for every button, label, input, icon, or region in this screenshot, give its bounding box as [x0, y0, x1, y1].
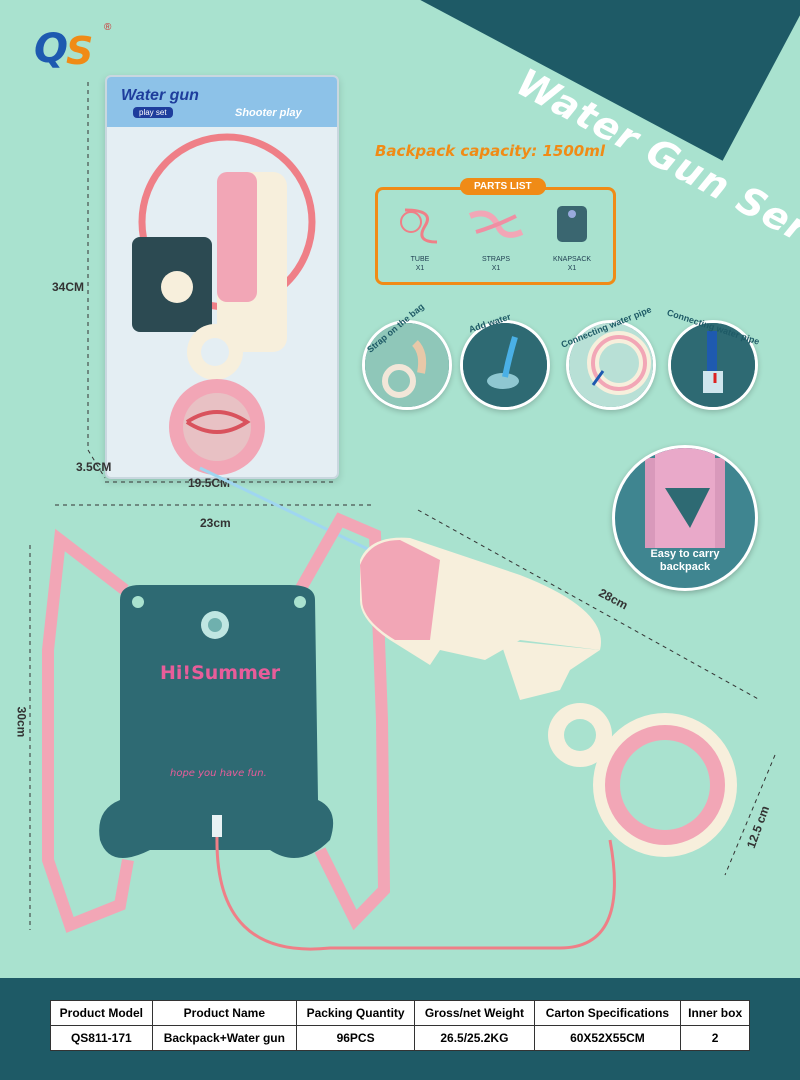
registered-mark: ®: [104, 22, 112, 33]
part-knapsack-name: KNAPSACK: [552, 256, 592, 263]
svg-text:S: S: [66, 29, 93, 70]
step-connect-pipe-1: [566, 320, 656, 410]
package-header: Water gun play set Shooter play: [107, 77, 337, 127]
spec-header-name: Product Name: [151, 1000, 297, 1026]
bag-brand: Hi!Summer: [160, 662, 281, 684]
package-depth-label: 3.5CM: [76, 460, 112, 474]
tube-icon: [400, 208, 438, 244]
package-height-label: 34CM: [52, 280, 85, 294]
spec-model: QS811-171: [50, 1025, 153, 1051]
spec-table-header-row: Product Model Product Name Packing Quant…: [50, 1000, 750, 1026]
parts-list-title: PARTS LIST: [460, 178, 546, 195]
spec-carton: 60X52X55CM: [533, 1025, 682, 1051]
backpack-capacity: Backpack capacity: 1500ml: [375, 142, 605, 160]
straps-icon: [468, 210, 524, 238]
knapsack-icon: [557, 206, 587, 242]
water-tube: [215, 836, 616, 951]
water-stream: [199, 466, 381, 557]
logo-icon: Q S: [34, 26, 93, 73]
spec-name: Backpack+Water gun: [151, 1025, 297, 1051]
spec-innerbox: 2: [680, 1025, 750, 1051]
part-tube: TUBE X1: [390, 202, 450, 273]
step-strap-bag: [362, 320, 452, 410]
package-subtitle: play set: [133, 107, 173, 118]
water-backpack: [99, 585, 334, 858]
step-add-water: [460, 320, 550, 410]
strap-bag-icon: [365, 323, 449, 407]
left-strap: [42, 528, 134, 933]
connect-pipe-icon: [569, 323, 653, 407]
pipe-insert-icon: [671, 323, 755, 407]
step-connect-pipe-2: [668, 320, 758, 410]
part-knapsack: KNAPSACK X1: [542, 202, 602, 273]
package-contents: [132, 133, 316, 475]
spec-header-carton: Carton Specifications: [533, 1000, 682, 1026]
part-tube-name: TUBE: [410, 256, 430, 263]
spec-header-innerbox: Inner box: [680, 1000, 750, 1026]
water-gun-muzzle: [360, 540, 440, 640]
parts-list: PARTS LIST TUBE X1 STRAPS X1 KNAPSACK X1: [375, 178, 616, 285]
spec-header-weight: Gross/net Weight: [414, 1000, 535, 1026]
part-straps-qty: X1: [491, 265, 501, 272]
part-tube-qty: X1: [415, 265, 425, 272]
right-strap: [294, 512, 391, 931]
product-package: Water gun play set Shooter play: [105, 75, 339, 479]
part-straps-name: STRAPS: [481, 256, 510, 263]
spec-quantity: 96PCS: [295, 1025, 416, 1051]
easy-carry-line2: backpack: [659, 561, 711, 573]
spec-table: Product Model Product Name Packing Quant…: [50, 1000, 750, 1051]
package-title: Water gun: [121, 87, 199, 104]
package-width-label: 19.5CM: [188, 476, 231, 490]
part-knapsack-qty: X1: [567, 265, 577, 272]
person-carrying-icon: [645, 448, 725, 548]
bag-slogan: hope you have fun.: [170, 768, 267, 779]
spec-header-model: Product Model: [50, 1000, 153, 1026]
svg-text:Q: Q: [34, 26, 68, 70]
table-row: QS811-171 Backpack+Water gun 96PCS 26.5/…: [50, 1025, 750, 1051]
add-water-icon: [463, 323, 547, 407]
package-tagline: Shooter play: [235, 107, 302, 119]
part-straps: STRAPS X1: [466, 202, 526, 273]
bag-valve: [212, 815, 222, 837]
spec-weight: 26.5/25.2KG: [414, 1025, 535, 1051]
bag-width-label: 23cm: [200, 516, 231, 530]
easy-carry-line1: Easy to carry: [650, 548, 720, 560]
spec-header-quantity: Packing Quantity: [295, 1000, 416, 1026]
brand-logo: Q S ®: [30, 22, 120, 73]
